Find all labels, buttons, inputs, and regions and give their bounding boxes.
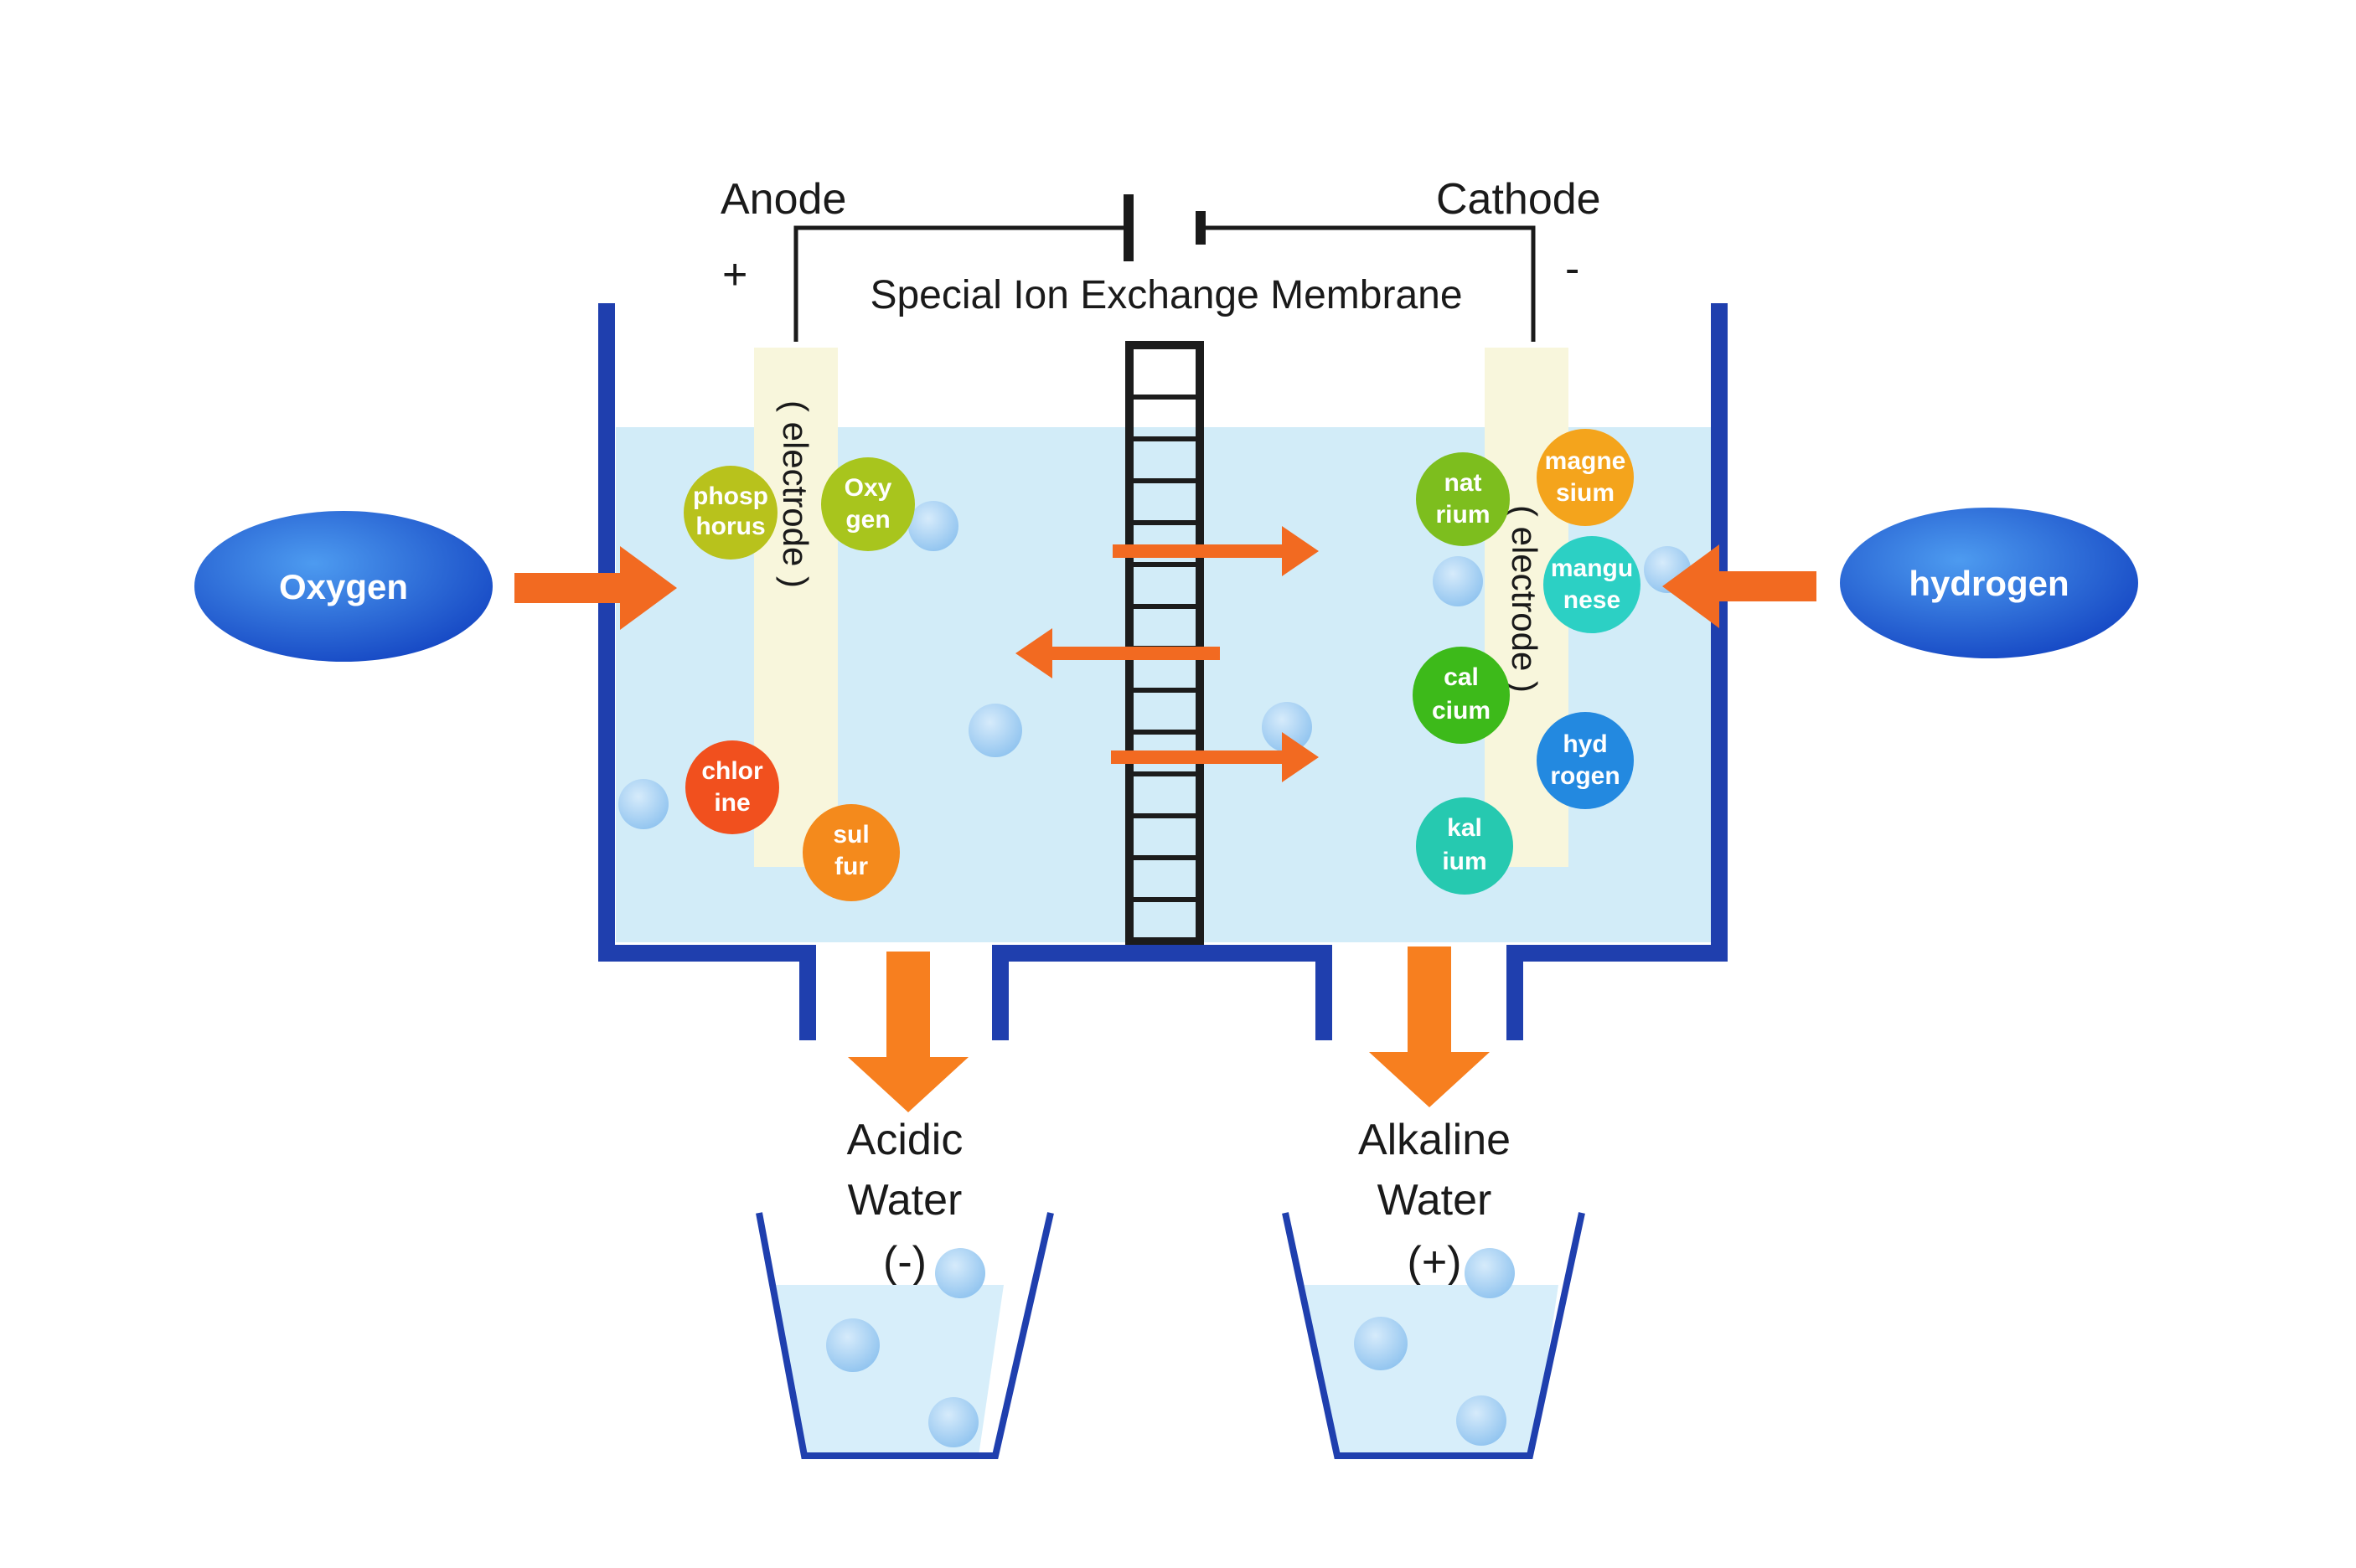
acidic-sign: (-)	[883, 1238, 927, 1287]
potassium-ion: kal ium	[1416, 797, 1513, 895]
hydrogen-input-arrow	[1662, 544, 1816, 628]
chlorine-ion: chlor ine	[685, 740, 779, 834]
alkaline-water-label: Alkaline	[1358, 1116, 1511, 1164]
hydrogen-ion: hyd rogen	[1537, 712, 1634, 809]
hydrogen-bubble: hydrogen	[1840, 508, 2138, 658]
phosphorus-ion: phosp horus	[684, 466, 778, 560]
alkaline-sign: (+)	[1408, 1238, 1462, 1287]
water-bubble	[1262, 702, 1312, 752]
acidic-water-label: Acidic	[847, 1116, 964, 1164]
sodium-ion: nat rium	[1416, 452, 1510, 546]
calcium-ion: cal cium	[1413, 647, 1510, 744]
alkaline-drain-arrow	[1369, 946, 1490, 1107]
cathode-sign: -	[1565, 245, 1579, 293]
anode-label: Anode	[721, 175, 846, 224]
anode-sign: +	[722, 250, 747, 299]
cathode-wire	[1200, 225, 1536, 342]
oxygen-input-arrow	[514, 546, 677, 630]
oxygen-bubble: Oxygen	[194, 511, 493, 662]
alkaline-water-cup	[1282, 1212, 1585, 1459]
ion-flow-arrow-left	[1015, 628, 1220, 678]
svg-text:rogen: rogen	[1550, 762, 1620, 790]
water-bubble	[618, 779, 669, 829]
manganese-ion: mangu nese	[1543, 536, 1640, 633]
svg-text:hyd: hyd	[1563, 730, 1607, 758]
ion-exchange-membrane	[1125, 341, 1204, 946]
battery-negative-plate	[1196, 211, 1206, 245]
svg-text:horus: horus	[695, 513, 765, 540]
svg-text:hydrogen: hydrogen	[1909, 564, 2069, 603]
water-bubble	[908, 501, 958, 551]
membrane-label: Special Ion Exchange Membrane	[870, 273, 1462, 317]
water-bubble	[969, 704, 1022, 757]
svg-text:sium: sium	[1556, 479, 1615, 507]
svg-text:phosp: phosp	[693, 482, 768, 510]
ion-flow-arrow-right	[1113, 526, 1319, 576]
svg-text:ium: ium	[1442, 848, 1486, 875]
acidic-drain-arrow	[848, 952, 969, 1112]
acidic-water-cup	[756, 1212, 1054, 1459]
ion-flow-arrow-right	[1111, 732, 1319, 782]
electrode-label-left: ( electrode )	[776, 400, 815, 588]
electrode-label-right: ( electrode )	[1505, 505, 1544, 693]
svg-text:gen: gen	[845, 506, 890, 534]
svg-text:mangu: mangu	[1551, 554, 1633, 582]
svg-text:cium: cium	[1432, 697, 1491, 725]
svg-text:nat: nat	[1444, 469, 1482, 497]
svg-text:nese: nese	[1563, 586, 1620, 614]
svg-text:Oxy: Oxy	[845, 474, 892, 502]
svg-text:sul: sul	[833, 821, 869, 848]
acidic-water-label-line2: Water	[848, 1176, 963, 1225]
svg-text:chlor: chlor	[701, 757, 763, 785]
anode-wire	[793, 225, 1129, 342]
svg-text:fur: fur	[834, 853, 868, 880]
svg-text:kal: kal	[1447, 814, 1482, 842]
alkaline-water-label-line2: Water	[1377, 1176, 1492, 1225]
water-bubble	[1433, 556, 1483, 606]
svg-text:ine: ine	[714, 789, 750, 817]
cathode-label: Cathode	[1436, 175, 1601, 224]
sulfur-ion: sul fur	[803, 804, 900, 901]
battery-positive-plate	[1124, 194, 1134, 261]
svg-text:magne: magne	[1545, 447, 1626, 475]
magnesium-ion: magne sium	[1537, 429, 1634, 526]
oxygen-ion: Oxy gen	[821, 457, 915, 551]
svg-text:Oxygen: Oxygen	[279, 567, 408, 606]
svg-text:rium: rium	[1435, 501, 1490, 529]
svg-text:cal: cal	[1444, 663, 1479, 691]
